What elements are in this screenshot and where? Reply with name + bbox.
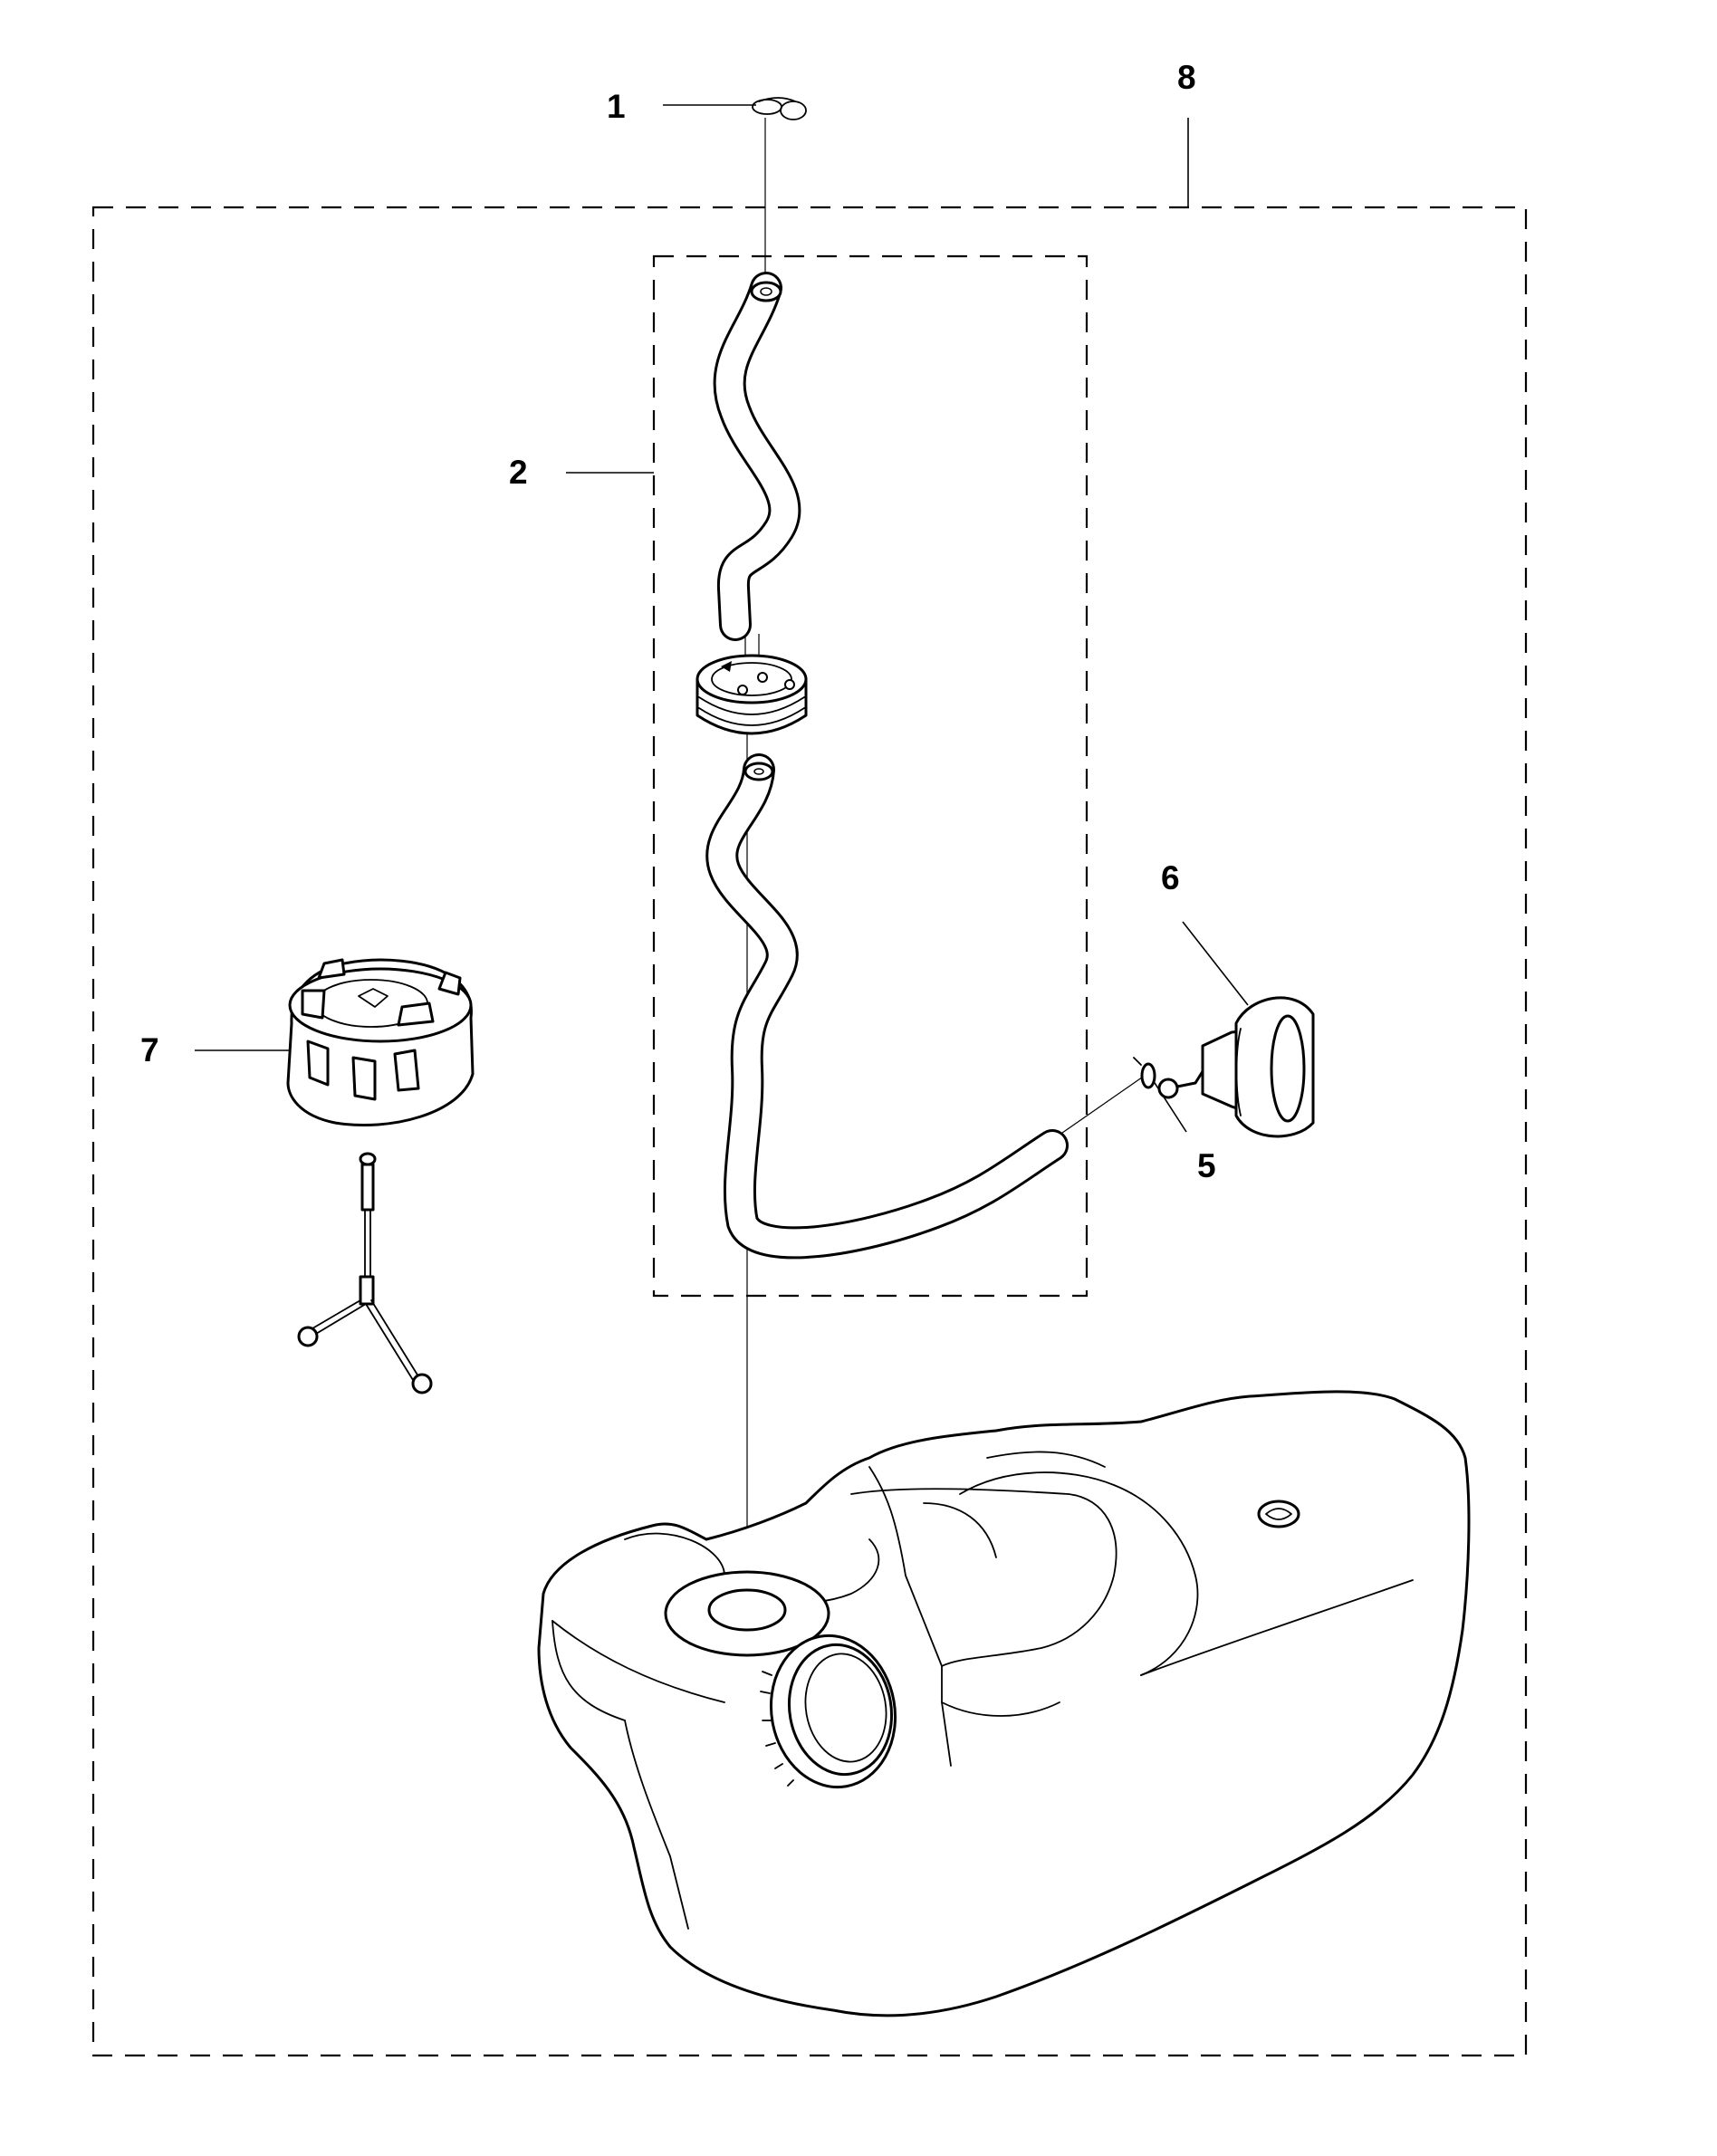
fuel-filter-part-6 (1157, 996, 1315, 1138)
assembly-axis (744, 118, 1149, 1603)
hose-kit-2-boundary (652, 254, 1089, 1298)
clip-part-1 (752, 97, 807, 120)
callout-1: 1 (607, 88, 626, 125)
hose-clip-part-5 (1133, 1057, 1156, 1089)
fuel-hose-lower (705, 753, 1069, 1260)
callout-7: 7 (140, 1031, 159, 1068)
assembly-8-boundary (91, 206, 1528, 2057)
callout-2: 2 (509, 454, 528, 491)
callout-8: 8 (1177, 59, 1196, 96)
fuel-tank (537, 1390, 1471, 2017)
callout-6: 6 (1161, 859, 1180, 896)
fuel-cap-part-7 (286, 958, 475, 1394)
vent-hose-upper (713, 272, 801, 641)
grommet (695, 654, 808, 735)
callout-5: 5 (1197, 1147, 1216, 1184)
